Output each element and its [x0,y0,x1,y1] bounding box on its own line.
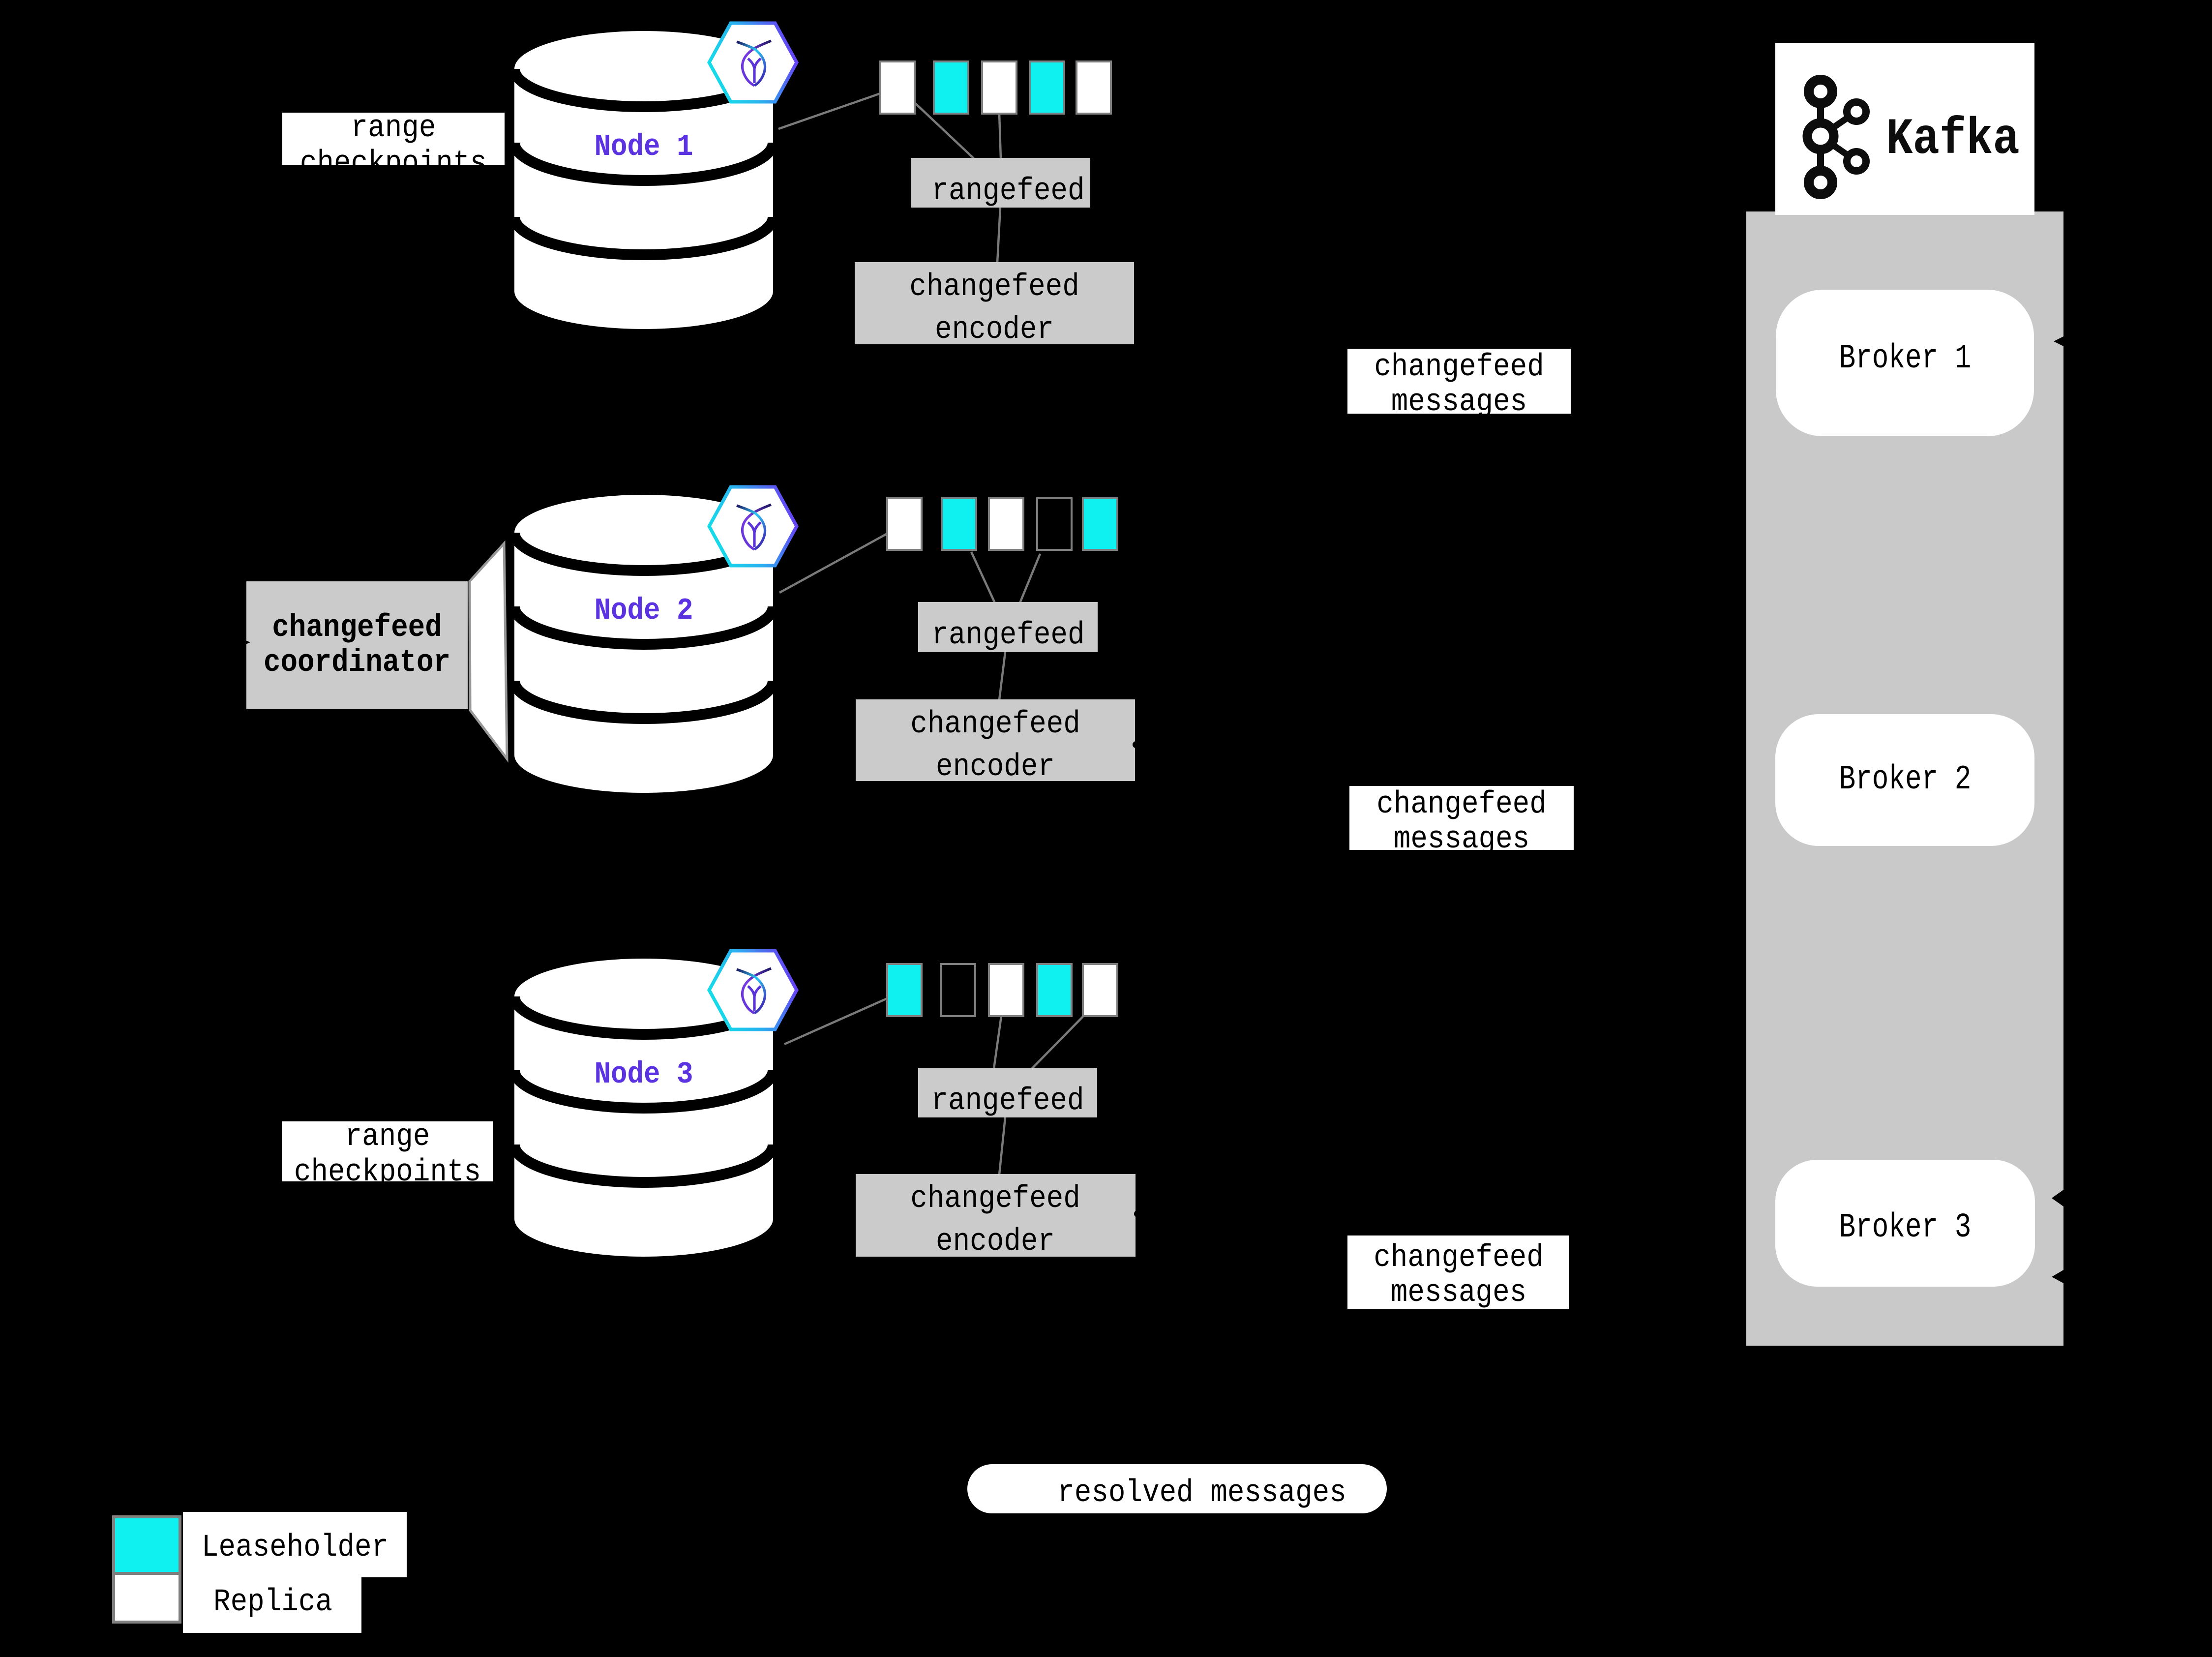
svg-text:Node 3: Node 3 [595,1057,693,1091]
svg-text:rangefeed: rangefeed [931,1083,1084,1119]
svg-text:range: range [345,1119,430,1155]
svg-text:changefeed: changefeed [272,610,442,646]
svg-text:Kafka: Kafka [1886,111,2019,169]
svg-text:Leaseholder: Leaseholder [202,1530,389,1566]
svg-text:rangefeed: rangefeed [931,173,1084,209]
svg-text:changefeed: changefeed [910,706,1080,742]
svg-text:changefeed: changefeed [1374,349,1544,385]
svg-text:Broker 3: Broker 3 [1839,1208,1972,1248]
svg-text:messages: messages [1391,384,1527,420]
svg-text:checkpoints: checkpoints [300,146,487,181]
svg-text:Node 2: Node 2 [595,593,693,628]
svg-text:Broker 1: Broker 1 [1839,339,1972,379]
svg-text:changefeed: changefeed [1374,1240,1544,1276]
svg-text:checkpoints: checkpoints [294,1154,481,1190]
svg-text:changefeed: changefeed [909,269,1079,305]
svg-text:encoder: encoder [936,749,1055,785]
svg-text:changefeed: changefeed [1376,786,1547,822]
svg-text:messages: messages [1394,821,1529,857]
svg-text:coordinator: coordinator [264,645,450,681]
svg-text:Node 1: Node 1 [595,129,693,164]
svg-text:range: range [351,110,436,146]
svg-text:Broker 2: Broker 2 [1839,760,1972,800]
svg-text:encoder: encoder [936,1224,1055,1260]
svg-text:resolved messages: resolved messages [1057,1475,1346,1511]
svg-text:rangefeed: rangefeed [931,617,1084,653]
svg-text:encoder: encoder [935,312,1054,348]
svg-text:changefeed: changefeed [910,1181,1080,1217]
svg-text:Replica: Replica [213,1584,332,1620]
svg-text:messages: messages [1391,1275,1526,1311]
